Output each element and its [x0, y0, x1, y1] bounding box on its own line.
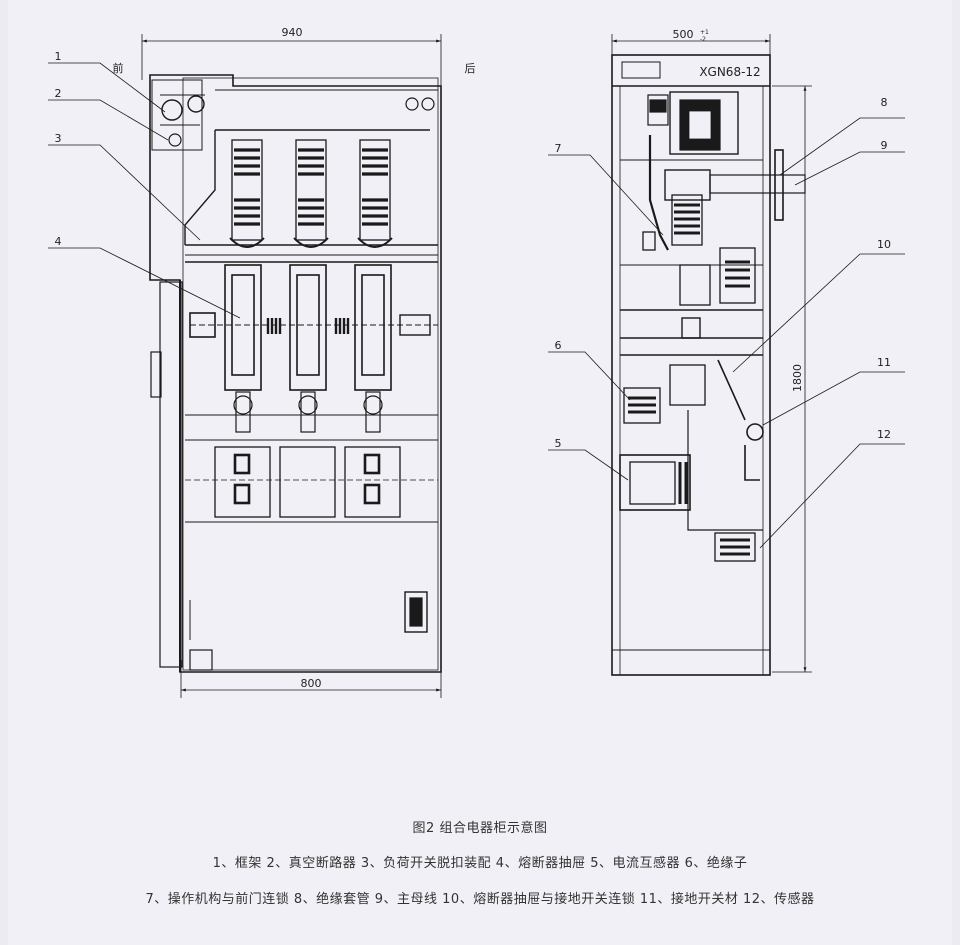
- callout-8: 8: [881, 96, 888, 109]
- side-tol-plus: +1: [700, 29, 709, 36]
- callout-12: 12: [877, 428, 891, 441]
- callout-3: 3: [55, 132, 62, 145]
- diagram-canvas: 940 800 前 后 1 2 3 4: [48, 26, 905, 698]
- legend-line-1: 1、框架 2、真空断路器 3、负荷开关脱扣装配 4、熔断器抽屉 5、电流互感器 …: [212, 856, 748, 871]
- callout-5: 5: [555, 437, 562, 450]
- side-tol-minus: -2: [700, 36, 706, 43]
- side-view: [548, 34, 905, 676]
- page-background: [8, 0, 952, 945]
- callout-10: 10: [877, 238, 891, 251]
- callout-2: 2: [55, 87, 62, 100]
- front-view: [48, 34, 442, 698]
- front-width-dim: 940: [282, 26, 303, 39]
- rear-label: 后: [465, 62, 476, 75]
- callout-4: 4: [55, 235, 62, 248]
- side-depth-dim: 500: [673, 28, 694, 41]
- side-height-dim: 1800: [791, 364, 804, 392]
- front-label: 前: [113, 61, 124, 75]
- callout-7: 7: [555, 142, 562, 155]
- model-label: XGN68-12: [699, 65, 760, 79]
- callout-1: 1: [55, 50, 62, 63]
- callout-9: 9: [881, 139, 888, 152]
- front-bottom-dim: 800: [301, 677, 322, 690]
- figure-title: 图2 组合电器柜示意图: [412, 821, 548, 836]
- callout-6: 6: [555, 339, 562, 352]
- callout-11: 11: [877, 356, 891, 369]
- legend-line-2: 7、操作机构与前门连锁 8、绝缘套管 9、主母线 10、熔断器抽屉与接地开关连锁…: [145, 892, 815, 907]
